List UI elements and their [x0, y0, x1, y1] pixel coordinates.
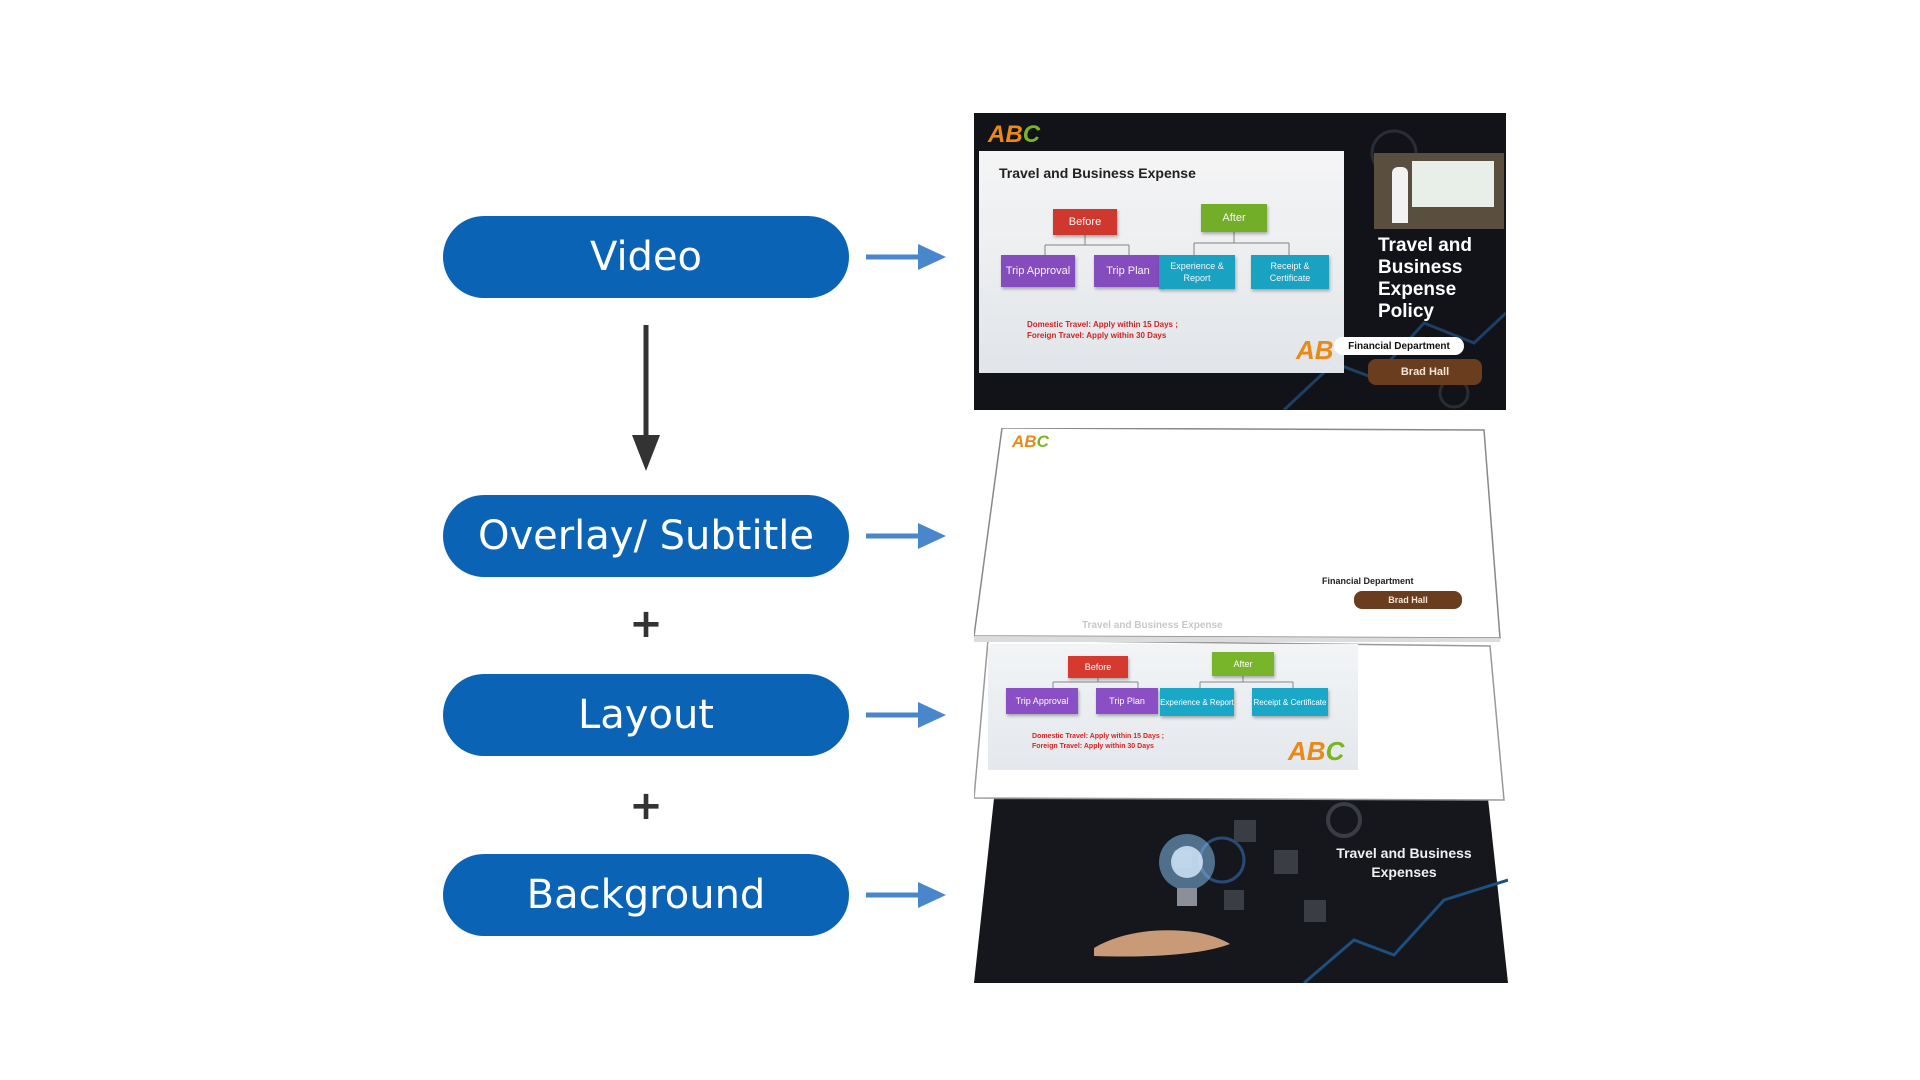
- overlay-layer: Travel and Business Expense ABC Financia…: [974, 428, 1508, 644]
- video-preview: ABC Travel and Business Expense Before A…: [974, 113, 1506, 410]
- presenter-video: [1374, 153, 1504, 229]
- foreign-note: Foreign Travel: Apply within 30 Days: [1027, 331, 1167, 340]
- receipt-certificate-box: Receipt & Certificate: [1251, 255, 1329, 289]
- org-chart-connectors: [1044, 229, 1290, 255]
- trip-approval-box: Trip Approval: [1001, 255, 1075, 287]
- right-arrow-icon: [866, 882, 946, 908]
- layout-layer: Before After Trip Approval Trip Plan Exp…: [974, 640, 1508, 802]
- background-text: Travel and Business Expenses: [1336, 845, 1472, 880]
- presenter-name-tag: Brad Hall: [1368, 359, 1482, 385]
- plus-operator: +: [629, 783, 663, 829]
- abc-logo-small: AB: [1296, 335, 1334, 365]
- after-box: After: [1201, 204, 1267, 232]
- overlay-subtitle-step: Overlay/ Subtitle: [443, 495, 849, 577]
- experience-report-box: Experience & Report: [1159, 255, 1235, 289]
- trip-plan-box: Trip Plan: [1096, 688, 1158, 714]
- video-step: Video: [443, 216, 849, 298]
- abc-logo-overlay: ABC: [1012, 432, 1049, 451]
- down-arrow-icon: [632, 325, 660, 471]
- right-arrow-icon: [866, 523, 946, 549]
- overlay-name-tag: Brad Hall: [1354, 591, 1462, 609]
- overlay-department: Financial Department: [1322, 576, 1414, 586]
- abc-logo: ABC: [988, 121, 1041, 148]
- before-box: Before: [1053, 209, 1117, 235]
- after-box: After: [1212, 652, 1274, 676]
- background-step: Background: [443, 854, 849, 936]
- receipt-certificate-box: Receipt & Certificate: [1252, 688, 1328, 716]
- background-layer: Travel and Business Expenses: [974, 780, 1508, 983]
- right-arrow-icon: [866, 702, 946, 728]
- abc-logo-layout: ABC: [1288, 736, 1345, 766]
- domestic-note: Domestic Travel: Apply within 15 Days ;: [1027, 320, 1178, 329]
- hand-icon: [1094, 930, 1230, 957]
- trip-plan-box: Trip Plan: [1094, 255, 1162, 287]
- department-tag: Financial Department: [1334, 337, 1464, 355]
- domestic-note: Domestic Travel: Apply within 15 Days ;: [1032, 733, 1165, 740]
- layout-slide: Before After Trip Approval Trip Plan Exp…: [988, 644, 1358, 770]
- plus-operator: +: [629, 601, 663, 647]
- overlay-faint-title: Travel and Business Expense: [1082, 620, 1223, 631]
- trip-approval-box: Trip Approval: [1006, 688, 1078, 714]
- foreign-note: Foreign Travel: Apply within 30 Days: [1032, 743, 1154, 750]
- slide-title: Travel and Business Expense: [999, 165, 1196, 181]
- video-side-title: Travel and Business Expense Policy: [1378, 235, 1472, 322]
- experience-report-box: Experience & Report: [1160, 688, 1234, 716]
- before-box: Before: [1068, 656, 1128, 678]
- lightbulb-icon: [1159, 834, 1215, 906]
- layout-step: Layout: [443, 674, 849, 756]
- slide-content: Travel and Business Expense Before After…: [979, 151, 1344, 373]
- right-arrow-icon: [866, 244, 946, 270]
